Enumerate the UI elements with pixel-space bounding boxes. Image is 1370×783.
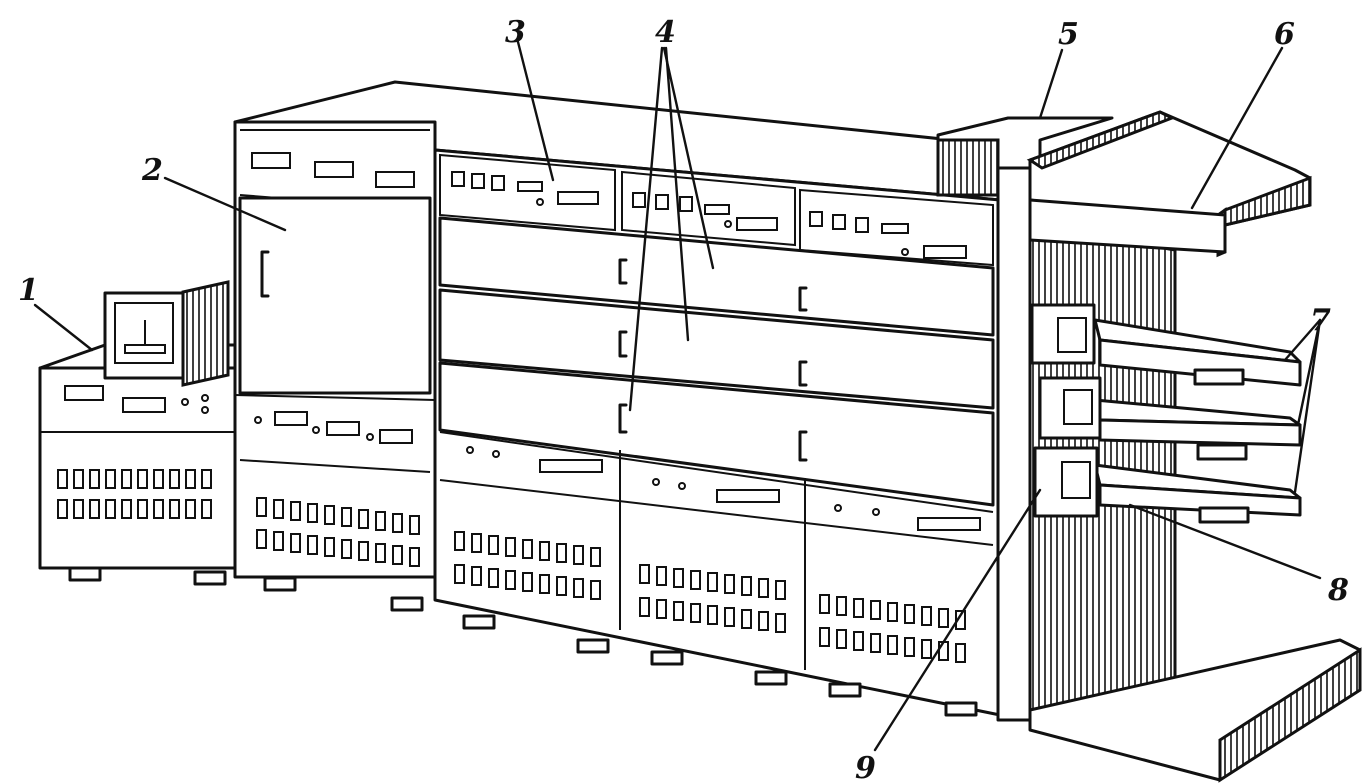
callout-9: 9	[855, 751, 876, 783]
callout-2: 2	[141, 153, 163, 188]
lower-bays	[439, 431, 994, 717]
display-monitor	[103, 280, 230, 387]
callout-4: 4	[655, 15, 676, 50]
drawer-bays	[438, 216, 995, 507]
control-console	[38, 343, 237, 586]
output-stand	[936, 110, 1362, 783]
callout-1: 1	[18, 273, 39, 308]
callout-labels: 1 2 3 4 5 6 7 8 9	[18, 15, 1349, 783]
leader-lines	[33, 40, 1322, 752]
callout-5: 5	[1058, 17, 1079, 52]
callout-8: 8	[1327, 573, 1349, 608]
callout-6: 6	[1274, 17, 1295, 52]
callout-7: 7	[1310, 303, 1331, 338]
main-cabinet	[233, 80, 1002, 612]
callout-3: 3	[505, 15, 526, 50]
